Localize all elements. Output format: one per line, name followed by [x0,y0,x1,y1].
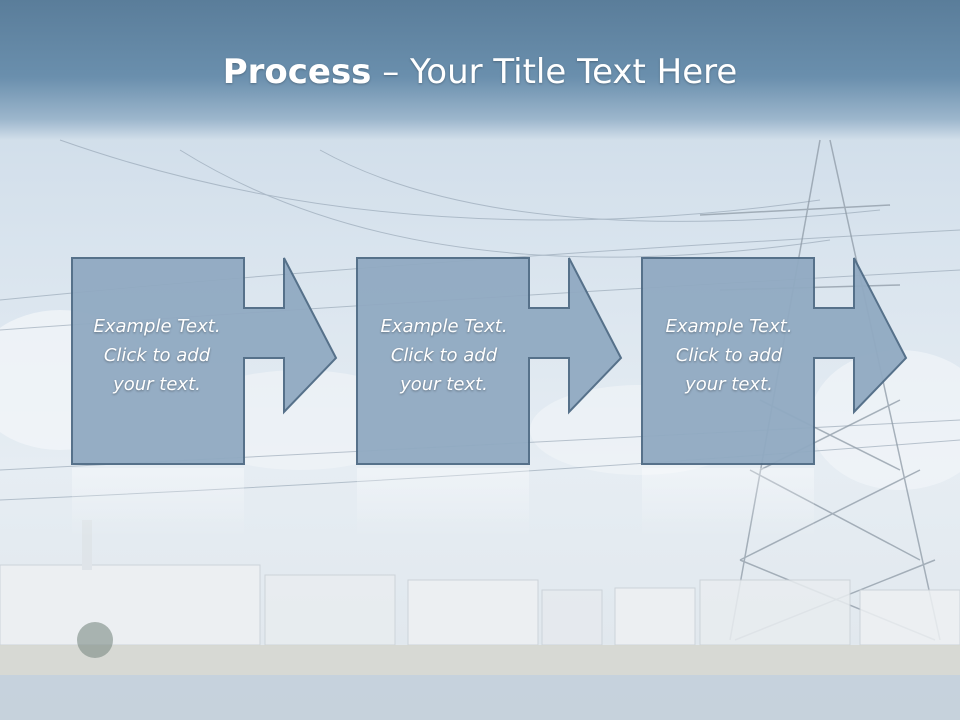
slide-title[interactable]: Process – Your Title Text Here [0,52,960,92]
step-1-line-3: your text. [113,374,201,395]
step-2-line-1: Example Text. [380,316,508,337]
title-bar [0,0,960,140]
process-step-2[interactable] [345,250,645,540]
step-1-line-2: Click to add [103,345,211,366]
step-3-line-1: Example Text. [665,316,793,337]
step-3-line-3: your text. [685,374,773,395]
step-2-line-3: your text. [400,374,488,395]
title-rest-text: – Your Title Text Here [371,52,738,92]
step-1-line-1: Example Text. [93,316,221,337]
title-bold-text: Process [222,52,372,92]
process-step-3[interactable] [630,250,930,540]
step-3-text[interactable]: Example Text. Click to add your text. [644,312,814,399]
step-3-line-2: Click to add [675,345,783,366]
step-2-text[interactable]: Example Text. Click to add your text. [359,312,529,399]
process-step-1[interactable] [60,250,360,540]
step-2-line-2: Click to add [390,345,498,366]
step-1-text[interactable]: Example Text. Click to add your text. [72,312,242,399]
